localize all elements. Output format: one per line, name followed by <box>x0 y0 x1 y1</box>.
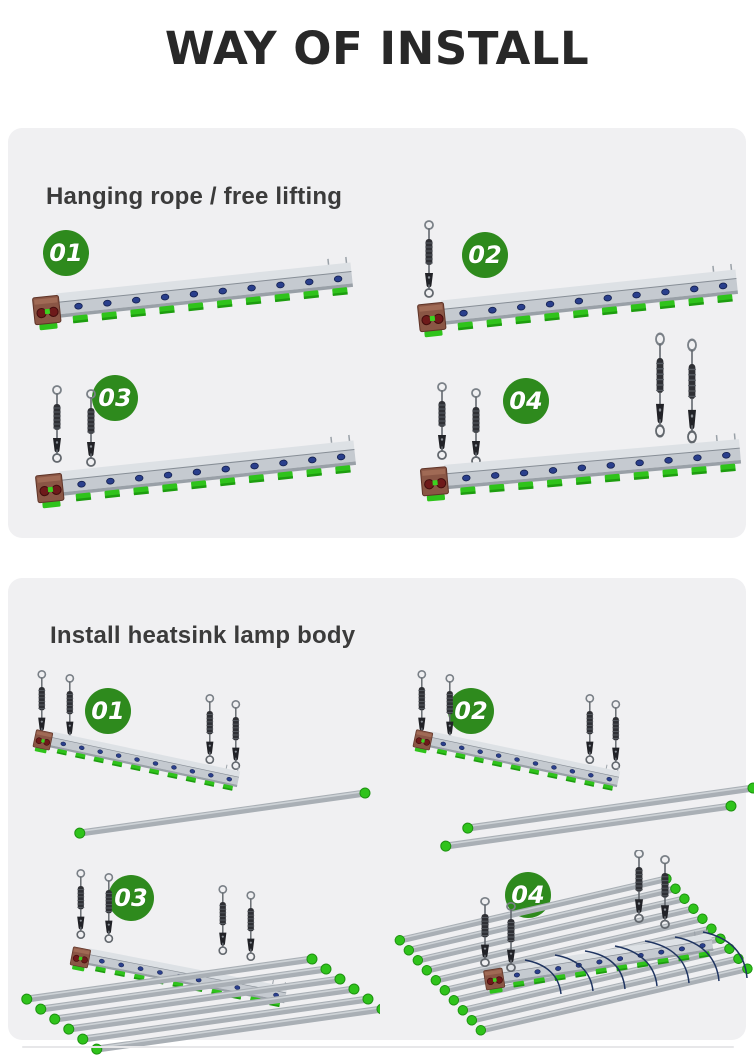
step-2-illustration <box>415 220 740 339</box>
step-2-badge: 02 <box>448 688 494 734</box>
section-install-heatsink: Install heatsink lamp body 01 02 03 04 <box>8 578 754 1056</box>
step-4-illustration <box>393 850 754 1037</box>
step-2-illustration <box>411 669 754 853</box>
step-1-badge: 01 <box>85 688 131 734</box>
rope-hanger-icon <box>65 673 75 745</box>
lamp-rail-icon <box>30 255 355 332</box>
step-3-illustration <box>33 385 358 510</box>
section-1-heading: Hanging rope / free lifting <box>46 183 343 210</box>
lamp-rail-icon <box>418 432 743 503</box>
rope-hanger-icon <box>585 693 595 765</box>
rope-hanger-icon <box>437 382 447 460</box>
step-4-badge: 04 <box>503 378 549 424</box>
step-1-illustration <box>31 669 372 840</box>
rope-hanger-icon <box>445 673 455 745</box>
rope-hanger-icon <box>471 388 481 466</box>
section-hanging-rope: Hanging rope / free lifting 01 02 03 04 <box>8 128 746 538</box>
rope-hanger-icon <box>654 332 666 438</box>
rope-hanger-icon <box>611 699 621 771</box>
rope-hanger-icon <box>76 868 86 940</box>
bottom-divider <box>22 1046 734 1048</box>
rope-hanger-icon <box>205 693 215 765</box>
rope-hanger-icon <box>231 699 241 771</box>
rope-hanger-icon <box>37 669 47 741</box>
step-3-illustration <box>20 868 380 1056</box>
rope-hanger-icon <box>104 872 114 944</box>
page-title: WAY OF INSTALL <box>164 22 590 75</box>
rope-hanger-icon <box>417 669 427 741</box>
lamp-tube-icon <box>73 786 372 840</box>
rope-hanger-icon <box>52 385 62 463</box>
rope-hanger-icon <box>424 220 434 298</box>
step-3-badge: 03 <box>108 875 154 921</box>
rope-hanger-icon <box>246 890 256 962</box>
step-1-illustration <box>30 255 355 332</box>
rope-hanger-icon <box>86 389 96 467</box>
step-3-badge: 03 <box>92 375 138 421</box>
step-4-illustration <box>418 332 743 503</box>
rope-hanger-icon <box>686 338 698 444</box>
section-2-heading: Install heatsink lamp body <box>50 622 356 649</box>
step-1-badge: 01 <box>43 230 89 276</box>
lamp-rail-icon <box>33 433 358 510</box>
wiring-icon <box>524 931 748 995</box>
rope-hanger-icon <box>218 884 228 956</box>
step-2-badge: 02 <box>462 232 508 278</box>
